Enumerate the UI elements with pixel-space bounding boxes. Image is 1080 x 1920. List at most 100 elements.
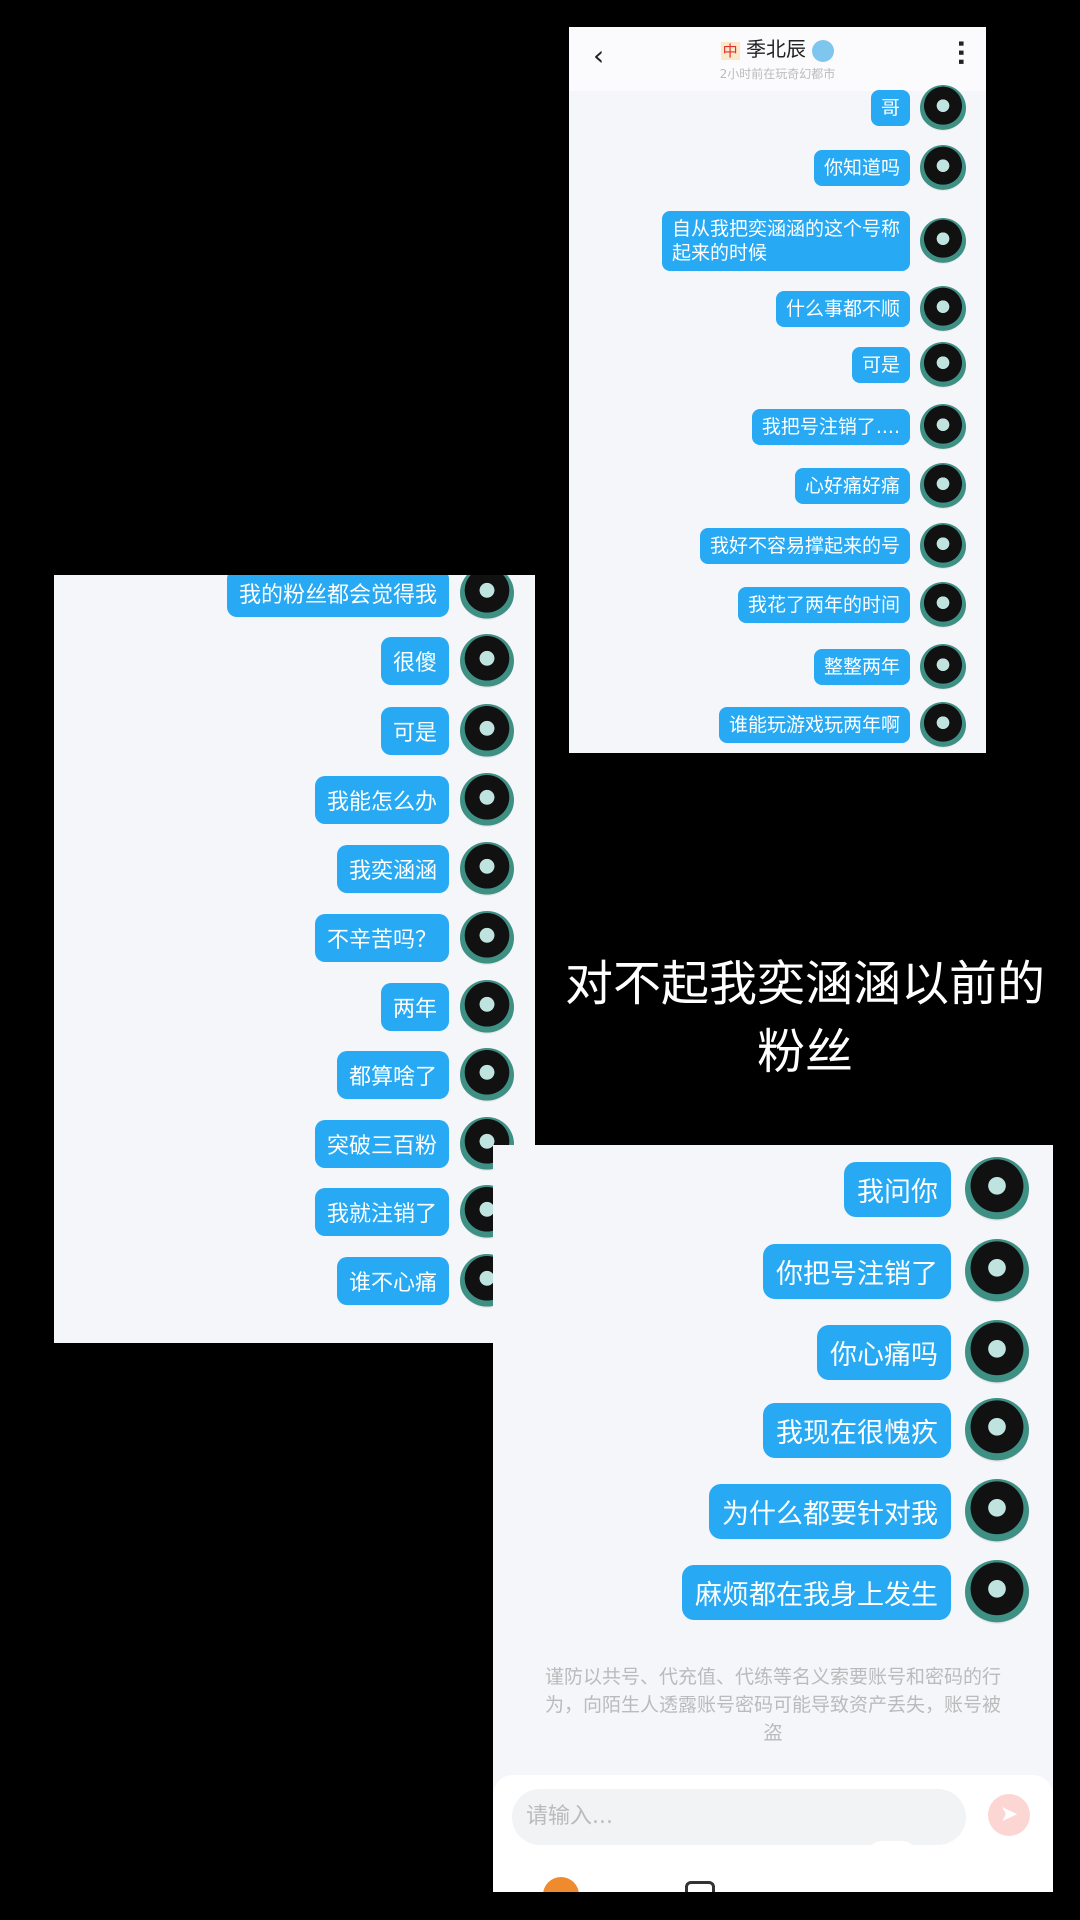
- contact-name: 季北辰: [746, 37, 806, 61]
- message-bubble[interactable]: 哥: [870, 90, 910, 126]
- message-row: 麻烦都在我身上发生: [493, 1552, 1053, 1632]
- message-row: 我问你: [493, 1149, 1053, 1229]
- avatar[interactable]: [965, 1239, 1029, 1303]
- message-row: 我的粉丝都会觉得我: [54, 575, 535, 633]
- avatar[interactable]: [965, 1479, 1029, 1543]
- back-icon[interactable]: ‹: [593, 39, 605, 72]
- message-bubble[interactable]: 整整两年: [813, 649, 910, 685]
- message-bubble[interactable]: 突破三百粉: [314, 1120, 449, 1168]
- avatar[interactable]: [920, 702, 966, 748]
- message-bubble[interactable]: 我就注销了: [314, 1188, 449, 1236]
- avatar[interactable]: [460, 704, 514, 758]
- caption-line-1: 对不起我奕涵涵以前的: [564, 956, 1045, 1012]
- message-bubble[interactable]: 可是: [380, 707, 449, 755]
- message-bubble[interactable]: 为什么都要针对我: [709, 1483, 951, 1539]
- avatar[interactable]: [920, 404, 966, 450]
- message-bubble[interactable]: 谁能玩游戏玩两年啊: [718, 707, 910, 743]
- message-row: 我现在很愧疚: [493, 1390, 1053, 1470]
- message-row: 为什么都要针对我: [493, 1471, 1053, 1551]
- message-row: 我能怎么办: [54, 760, 535, 840]
- message-row: 你知道吗: [569, 128, 986, 208]
- avatar[interactable]: [920, 145, 966, 191]
- message-row: 我奕涵涵: [54, 829, 535, 909]
- top-chat-screenshot: ‹ 中 季北辰 2小时前在玩奇幻都市 ··· 哥你知道吗自从我把奕涵涵的这个号称…: [569, 27, 986, 753]
- avatar[interactable]: [920, 523, 966, 569]
- message-bubble[interactable]: 你把号注销了: [763, 1243, 951, 1299]
- kuaiying-watermark: 快影: [869, 1837, 1007, 1889]
- message-bubble[interactable]: 我现在很愧疚: [763, 1402, 951, 1458]
- message-bubble[interactable]: 你心痛吗: [817, 1324, 951, 1380]
- message-row: 哥: [569, 68, 986, 148]
- message-bubble[interactable]: 自从我把奕涵涵的这个号称 起来的时候: [661, 211, 910, 271]
- avatar[interactable]: [460, 911, 514, 965]
- avatar[interactable]: [920, 286, 966, 332]
- image-icon[interactable]: [685, 1881, 715, 1892]
- avatar[interactable]: [460, 1048, 514, 1102]
- message-bubble[interactable]: 心好痛好痛: [794, 468, 910, 504]
- message-bubble[interactable]: 我好不容易撑起来的号: [699, 528, 910, 564]
- message-bubble[interactable]: 谁不心痛: [336, 1257, 449, 1305]
- message-row: 可是: [54, 691, 535, 771]
- message-input[interactable]: 请输入...: [512, 1789, 966, 1845]
- message-row: 你把号注销了: [493, 1231, 1053, 1311]
- avatar[interactable]: [965, 1398, 1029, 1462]
- avatar[interactable]: [460, 773, 514, 827]
- avatar[interactable]: [965, 1157, 1029, 1221]
- avatar[interactable]: [460, 575, 514, 620]
- send-icon[interactable]: ➤: [988, 1794, 1030, 1836]
- message-bubble[interactable]: 我把号注销了....: [751, 409, 910, 445]
- message-row: 我花了两年的时间: [569, 565, 986, 645]
- contact-status: 2小时前在玩奇幻都市: [719, 67, 836, 81]
- message-row: 谁能玩游戏玩两年啊: [569, 685, 986, 753]
- message-row: 两年: [54, 967, 535, 1047]
- avatar[interactable]: [920, 463, 966, 509]
- avatar[interactable]: [965, 1560, 1029, 1624]
- message-bubble[interactable]: 都算啥了: [336, 1051, 449, 1099]
- caption: 对不起我奕涵涵以前的 粉丝: [530, 950, 1080, 1086]
- message-bubble[interactable]: 两年: [380, 983, 449, 1031]
- message-row: 整整两年: [569, 627, 986, 707]
- message-bubble[interactable]: 我花了两年的时间: [737, 587, 910, 623]
- emoji-icon: [812, 39, 835, 62]
- watermark-text: 快影: [927, 1843, 1007, 1889]
- input-bar: 请输入... ➤: [493, 1775, 1053, 1892]
- security-warning: 谨防以共号、代充值、代练等名义索要账号和密码的行为，向陌生人透露账号密码可能导致…: [544, 1666, 1001, 1744]
- caption-line-2: 粉丝: [756, 1024, 853, 1080]
- avatar[interactable]: [460, 980, 514, 1034]
- avatar[interactable]: [920, 342, 966, 388]
- message-row: 突破三百粉: [54, 1104, 535, 1184]
- message-row: 我好不容易撑起来的号: [569, 506, 986, 586]
- bottom-chat-screenshot: 我问你你把号注销了你心痛吗我现在很愧疚为什么都要针对我麻烦都在我身上发生 谨防以…: [493, 1145, 1053, 1892]
- message-row: 很傻: [54, 621, 535, 701]
- message-bubble[interactable]: 不辛苦吗？: [314, 914, 449, 962]
- camera-logo-icon: [869, 1841, 915, 1883]
- message-row: 不辛苦吗？: [54, 898, 535, 978]
- avatar[interactable]: [460, 634, 514, 688]
- message-row: 我就注销了: [54, 1172, 535, 1252]
- message-row: 心好痛好痛: [569, 446, 986, 526]
- message-bubble[interactable]: 我问你: [844, 1161, 951, 1217]
- emoji-sticker-icon[interactable]: [543, 1877, 579, 1892]
- message-bubble[interactable]: 我的粉丝都会觉得我: [226, 575, 449, 617]
- message-bubble[interactable]: 很傻: [380, 637, 449, 685]
- avatar[interactable]: [920, 582, 966, 628]
- mahjong-badge-icon: 中: [720, 42, 740, 60]
- message-row: 你心痛吗: [493, 1312, 1053, 1392]
- message-bubble[interactable]: 什么事都不顺: [775, 291, 910, 327]
- avatar[interactable]: [920, 85, 966, 131]
- avatar[interactable]: [460, 842, 514, 896]
- message-bubble[interactable]: 我奕涵涵: [336, 845, 449, 893]
- message-bubble[interactable]: 麻烦都在我身上发生: [682, 1564, 951, 1620]
- more-menu-icon[interactable]: ···: [947, 39, 975, 67]
- message-row: 我把号注销了....: [569, 387, 986, 467]
- message-row: 谁不心痛: [54, 1241, 535, 1321]
- message-bubble[interactable]: 你知道吗: [813, 150, 910, 186]
- avatar[interactable]: [920, 644, 966, 690]
- left-chat-screenshot: 我的粉丝都会觉得我很傻可是我能怎么办我奕涵涵不辛苦吗？ 两年都算啥了突破三百粉我就…: [54, 575, 535, 1343]
- chat-header: ‹ 中 季北辰 2小时前在玩奇幻都市 ···: [569, 27, 986, 91]
- message-row: 什么事都不顺: [569, 269, 986, 349]
- avatar[interactable]: [965, 1320, 1029, 1384]
- message-bubble[interactable]: 可是: [851, 347, 910, 383]
- message-bubble[interactable]: 我能怎么办: [314, 776, 449, 824]
- avatar[interactable]: [920, 218, 966, 264]
